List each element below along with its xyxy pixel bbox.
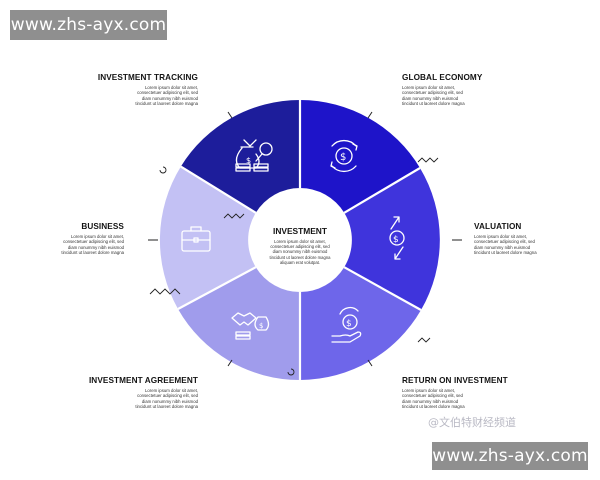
segment-dividers xyxy=(177,100,422,380)
handshake-money-icon: $ xyxy=(231,312,270,340)
segment-return-on-investment xyxy=(300,267,421,380)
label-line: tincidunt ut laoreet dolore magna xyxy=(402,404,465,410)
label-line: Lorem ipsum dolor sit amet, xyxy=(144,85,198,90)
dollar-arrows-icon: $ xyxy=(389,216,405,260)
label-line: diam nonummy nibh euismod xyxy=(474,244,531,250)
label-line: diam nonummy nibh euismod xyxy=(402,95,459,101)
center-line: consectetuer adipiscing elit, sed xyxy=(270,244,330,250)
money-bag-magnifier-icon: $ xyxy=(235,139,273,172)
center-line: aliquam erat volutpat. xyxy=(279,259,321,265)
svg-text:$: $ xyxy=(340,152,346,163)
label-line: consectetuer adipiscing elit, sed xyxy=(402,393,463,399)
label-line: Lorem ipsum dolor sit amet, xyxy=(474,234,528,239)
svg-text:$: $ xyxy=(393,235,399,245)
label-line: tincidunt ut laoreet dolore magna xyxy=(61,250,124,256)
center-line: diam nonummy nibh euismod xyxy=(272,249,328,255)
center-title: INVESTMENT xyxy=(273,226,327,236)
label-line: diam nonummy nibh euismod xyxy=(141,398,198,404)
label-line: diam nonummy nibh euismod xyxy=(141,95,198,101)
label-business: BUSINESS Lorem ipsum dolor sit amet, con… xyxy=(12,222,124,256)
center-hub xyxy=(250,190,350,290)
watermark-top: www.zhs-ayx.com xyxy=(10,10,167,40)
hand-coin-return-icon: $ xyxy=(331,306,362,343)
label-line: Lorem ipsum dolor sit amet, xyxy=(402,85,456,90)
label-title: VALUATION xyxy=(474,222,522,231)
label-line: Lorem ipsum dolor sit amet, xyxy=(70,234,124,239)
center-line: Lorem ipsum dolor sit amet, xyxy=(274,239,326,244)
label-investment-agreement: INVESTMENT AGREEMENT Lorem ipsum dolor s… xyxy=(86,376,198,410)
center-line: tincidunt ut laoreet dolore magna xyxy=(269,254,331,260)
label-investment-tracking: INVESTMENT TRACKING Lorem ipsum dolor si… xyxy=(86,73,198,107)
segment-business xyxy=(159,166,256,309)
label-line: consectetuer adipiscing elit, sed xyxy=(137,393,198,399)
center-label: INVESTMENT Lorem ipsum dolor sit amet, c… xyxy=(255,226,345,265)
label-line: diam nonummy nibh euismod xyxy=(67,244,124,250)
label-line: consectetuer adipiscing elit, sed xyxy=(402,90,463,96)
briefcase-icon xyxy=(181,226,211,252)
label-line: tincidunt ut laoreet dolore magna xyxy=(402,101,465,107)
label-title: GLOBAL ECONOMY xyxy=(402,73,483,82)
label-line: tincidunt ut laoreet dolore magna xyxy=(474,250,537,256)
credit-watermark: @文伯特财经频道 xyxy=(428,416,516,429)
connector-ticks xyxy=(148,111,462,367)
dollar-coin-cycle-icon: $ xyxy=(330,140,358,172)
segment-valuation xyxy=(344,168,440,310)
label-global-economy: GLOBAL ECONOMY Lorem ipsum dolor sit ame… xyxy=(402,73,514,107)
decorative-squiggles xyxy=(149,157,439,376)
label-line: Lorem ipsum dolor sit amet, xyxy=(144,388,198,393)
label-line: consectetuer adipiscing elit, sed xyxy=(474,239,535,245)
label-line: consectetuer adipiscing elit, sed xyxy=(137,90,198,96)
svg-text:$: $ xyxy=(346,319,352,329)
label-line: consectetuer adipiscing elit, sed xyxy=(63,239,124,245)
label-title: INVESTMENT AGREEMENT xyxy=(88,376,198,385)
label-line: tincidunt ut laoreet dolore magna xyxy=(135,101,198,107)
svg-text:$: $ xyxy=(259,322,263,330)
label-title: INVESTMENT TRACKING xyxy=(97,73,198,82)
label-line: Lorem ipsum dolor sit amet, xyxy=(402,388,456,393)
label-title: RETURN ON INVESTMENT xyxy=(402,376,508,385)
label-title: BUSINESS xyxy=(81,222,124,231)
watermark-bottom: www.zhs-ayx.com xyxy=(432,442,588,470)
label-valuation: VALUATION Lorem ipsum dolor sit amet, co… xyxy=(474,222,586,256)
svg-text:$: $ xyxy=(246,156,251,165)
label-line: tincidunt ut laoreet dolore magna xyxy=(135,404,198,410)
label-line: diam nonummy nibh euismod xyxy=(402,398,459,404)
label-return-on-investment: RETURN ON INVESTMENT Lorem ipsum dolor s… xyxy=(402,376,514,410)
